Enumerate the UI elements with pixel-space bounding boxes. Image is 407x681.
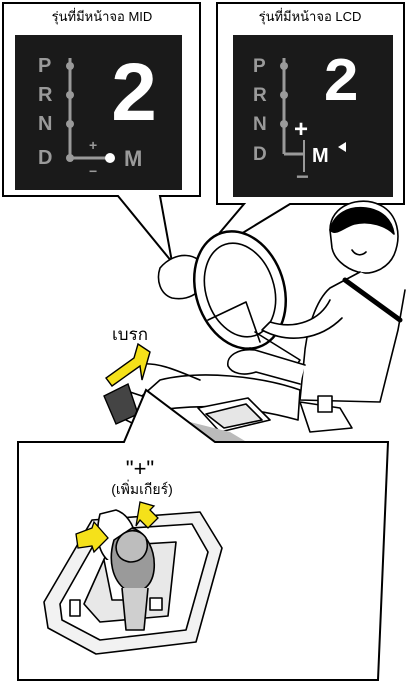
mid-current-gear: 2 (111, 47, 157, 138)
lcd-minus: − (296, 164, 309, 189)
mid-gear-n: N (38, 113, 52, 135)
brake-label: เบรก (112, 325, 148, 344)
mid-gear-p: P (38, 55, 51, 77)
mid-gear-r: R (38, 84, 53, 106)
mid-manual-m: M (124, 146, 142, 171)
brake-arrow-icon (106, 344, 150, 386)
lcd-gear-r: R (253, 85, 267, 106)
mid-minus: − (89, 163, 97, 179)
lcd-panel-title: รุ่นที่มีหน้าจอ LCD (259, 8, 362, 25)
lcd-current-gear: 2 (322, 48, 359, 119)
shifter-callout: "+" (เพิ่มเกียร์) (18, 390, 388, 680)
steering-wheel-icon (180, 219, 301, 360)
mid-plus: + (89, 137, 97, 153)
shift-plus-symbol: "+" (126, 456, 154, 481)
mid-panel: รุ่นที่มีหน้าจอ MID P R N D + − M 2 (3, 3, 200, 262)
lcd-plus: + (294, 116, 308, 143)
mid-panel-title: รุ่นที่มีหน้าจอ MID (52, 8, 153, 25)
lcd-gear-d: D (253, 144, 267, 165)
lcd-gear-n: N (253, 114, 267, 135)
lcd-gear-p: P (253, 56, 266, 77)
shift-plus-caption: (เพิ่มเกียร์) (111, 480, 173, 497)
mid-gear-d: D (38, 147, 52, 169)
lcd-manual-m: M (312, 145, 329, 167)
